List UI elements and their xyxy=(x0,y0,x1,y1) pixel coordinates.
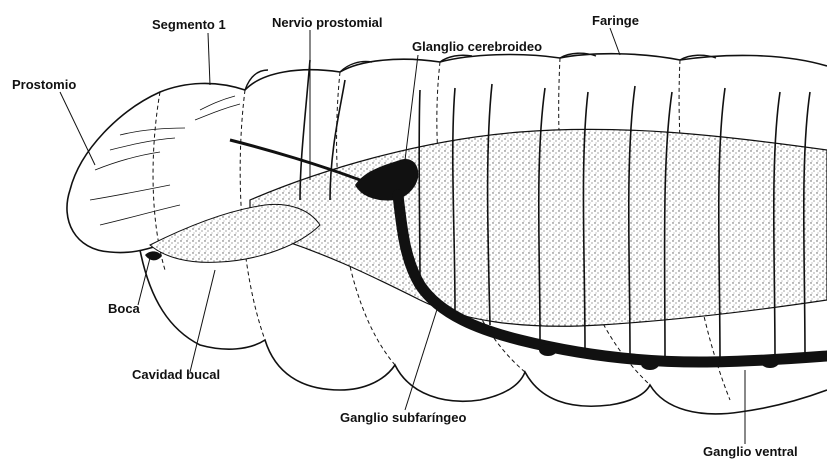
label-prostomio: Prostomio xyxy=(12,78,76,91)
label-faringe: Faringe xyxy=(592,14,639,27)
label-ganglio-subfaringeo: Ganglio subfaríngeo xyxy=(340,411,466,424)
label-boca: Boca xyxy=(108,302,140,315)
prostomium-nerve-branches xyxy=(90,96,240,225)
label-glanglio-cerebroideo: Glanglio cerebroideo xyxy=(412,40,542,53)
segment-bumps-top xyxy=(245,53,716,90)
label-cavidad-bucal: Cavidad bucal xyxy=(132,368,220,381)
label-nervio-prostomial: Nervio prostomial xyxy=(272,16,383,29)
prostomial-nerve xyxy=(230,140,360,180)
mouth xyxy=(145,251,162,260)
label-segmento-1: Segmento 1 xyxy=(152,18,226,31)
prostomium-lobe xyxy=(67,190,160,253)
buccal-cavity xyxy=(150,204,320,262)
label-ganglio-ventral: Ganglio ventral xyxy=(703,445,798,458)
